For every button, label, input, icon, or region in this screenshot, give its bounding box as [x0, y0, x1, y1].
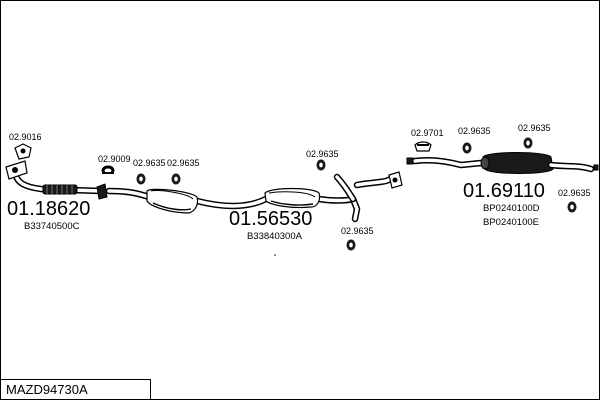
fitting-label: 02.9635: [341, 226, 374, 236]
fitting-label: 02.9016: [9, 132, 42, 142]
fitting-label: 02.9701: [411, 128, 444, 138]
gasket-icon: [414, 141, 432, 152]
assembly-code: BP0240100E: [483, 217, 539, 228]
assembly-code: BP0240100D: [483, 203, 540, 214]
fittings: [14, 137, 577, 251]
fitting-label: 02.9635: [133, 158, 166, 168]
fitting-label: 02.9635: [518, 123, 551, 133]
hanger-icon: [346, 239, 356, 251]
hanger-icon: [567, 201, 577, 213]
rear-pipe: [353, 152, 599, 189]
hanger-icon: [171, 173, 181, 185]
fitting-label: 02.9009: [98, 154, 131, 164]
fitting-label: 02.9635: [167, 158, 200, 168]
assembly-code: B33740500C: [24, 221, 80, 232]
fitting-label: 02.9635: [306, 149, 339, 159]
fitting-label: 02.9635: [458, 126, 491, 136]
labels: 02.9016 02.9009 02.9635 02.9635 02.9635 …: [7, 123, 591, 242]
middle-pipe: [105, 173, 361, 256]
diagram-title: MAZD94730A: [1, 379, 151, 399]
hanger-icon: [136, 173, 146, 185]
hanger-icon: [462, 142, 472, 154]
clamp-icon: [101, 165, 115, 174]
hanger-icon: [523, 137, 533, 149]
fitting-label: 02.9635: [558, 188, 591, 198]
front-pipe: [5, 160, 108, 200]
assembly-code: B33840300A: [247, 231, 303, 242]
assembly-number: 01.18620: [7, 198, 90, 220]
assembly-number: 01.56530: [229, 208, 312, 230]
assembly-number: 01.69110: [463, 180, 545, 202]
hanger-icon: [316, 159, 326, 171]
gasket-icon: [14, 143, 32, 160]
